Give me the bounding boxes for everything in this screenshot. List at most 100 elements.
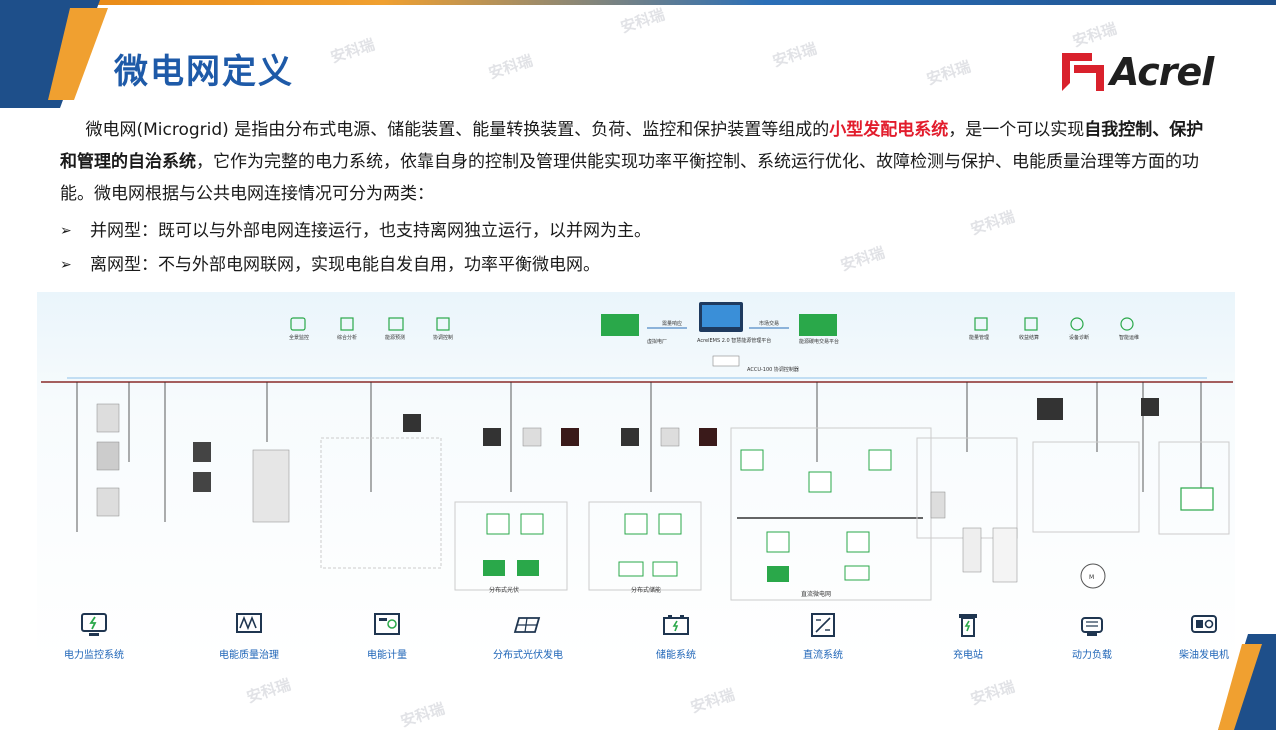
top-icon-label: 设备诊断 — [1069, 334, 1089, 341]
forecast-icon — [388, 317, 404, 331]
control-icon — [436, 317, 450, 331]
watermark: 安科瑞 — [770, 39, 819, 71]
analysis-icon — [340, 317, 354, 331]
top-icon-label: 协调控制 — [433, 334, 453, 341]
meter-device — [660, 427, 680, 447]
battery-pack — [844, 565, 870, 581]
watermark: 安科瑞 — [968, 677, 1017, 709]
system-item-storage[interactable]: 储能系统 — [621, 612, 731, 661]
system-item-energy-meter[interactable]: 电能计量 — [332, 612, 442, 661]
battery-pack — [618, 561, 644, 577]
gateway-label: ACCU-100 协调控制器 — [747, 366, 799, 373]
monitor-icon — [290, 317, 306, 331]
dc-system-icon — [811, 613, 835, 637]
storage-group — [588, 501, 702, 591]
energy-meter-icon — [374, 613, 400, 635]
converter-icon — [740, 449, 764, 471]
motor-icon — [1080, 563, 1106, 589]
filter-cabinet — [252, 449, 290, 523]
intro-text-c: ，它作为完整的电力系统，依靠自身的控制及管理供能实现功率平衡控制、系统运行优化、… — [60, 152, 1199, 204]
top-icon-group-left: 全景监控 综合分析 能源预测 协调控制 — [289, 317, 453, 341]
watermark: 安科瑞 — [838, 243, 887, 275]
battery-pack — [652, 561, 678, 577]
motor-protection-group — [1032, 441, 1140, 533]
converter-icon — [846, 531, 870, 553]
relay-device — [96, 487, 120, 517]
logo-text: Acrel — [1110, 50, 1214, 94]
system-label: 分布式光伏发电 — [493, 650, 563, 661]
system-label: 直流系统 — [803, 650, 843, 661]
intro-paragraph: 微电网(Microgrid) 是指由分布式电源、储能装置、能量转换装置、负荷、监… — [60, 114, 1220, 210]
generator-icon — [1180, 487, 1214, 511]
acrel-logo: Acrel — [1062, 50, 1214, 94]
type-list: ➢ 并网型：既可以与外部电网连接运行，也支持离网独立运行，以并网为主。 ➢ 离网… — [60, 214, 651, 282]
system-item-power-quality[interactable]: 电能质量治理 — [194, 612, 304, 661]
metering-group — [320, 437, 442, 569]
corner-decoration-bottom — [1218, 634, 1276, 730]
converter-icon — [868, 449, 892, 471]
vpp-label: 虚拟电厂 — [647, 338, 667, 345]
motor-load-icon — [1081, 617, 1103, 636]
system-item-dc[interactable]: 直流系统 — [768, 612, 878, 661]
system-label: 电能质量治理 — [219, 650, 279, 661]
diagram-canvas: 全景监控 综合分析 能源预测 协调控制 虚拟电厂 需量响应 AcrelEMS 2… — [41, 302, 1233, 601]
system-item-diesel[interactable]: 柴油发电机 — [1149, 612, 1259, 661]
power-monitor-icon — [81, 613, 107, 636]
inverter-icon — [486, 513, 510, 535]
power-quality-icon — [236, 613, 262, 633]
solar-panel — [517, 560, 539, 576]
watermark: 安科瑞 — [618, 5, 667, 37]
diagnosis-icon — [1070, 317, 1084, 331]
solar-panel — [767, 566, 789, 582]
system-item-power-monitor[interactable]: 电力监控系统 — [39, 612, 149, 661]
pcs-icon — [624, 513, 648, 535]
bullet-arrow-icon: ➢ — [60, 223, 72, 239]
vpp-icon — [601, 314, 639, 336]
charging-group — [916, 437, 1018, 539]
system-item-charging[interactable]: 充电站 — [913, 612, 1023, 661]
watermark: 安科瑞 — [1070, 19, 1119, 51]
relay-device — [96, 403, 120, 433]
top-stripe — [0, 0, 1276, 5]
system-item-motor[interactable]: 动力负载 — [1037, 612, 1147, 661]
watermark: 安科瑞 — [244, 675, 293, 707]
watermark: 安科瑞 — [398, 699, 447, 731]
converter-icon — [766, 531, 790, 553]
intro-highlight-red: 小型发配电系统 — [829, 120, 949, 140]
watermark: 安科瑞 — [486, 51, 535, 83]
system-label: 柴油发电机 — [1179, 650, 1229, 661]
energy-mgmt-icon — [974, 317, 988, 331]
storage-label: 分布式储能 — [631, 586, 661, 594]
bullet-text-grid-connected: 并网型：既可以与外部电网连接运行，也支持离网独立运行，以并网为主。 — [90, 221, 651, 241]
meter-device — [561, 428, 579, 446]
meter-device — [483, 428, 501, 446]
diesel-generator-icon — [1191, 615, 1217, 633]
relay-device — [96, 441, 120, 471]
battery-icon — [663, 615, 689, 635]
feeders — [76, 382, 1202, 532]
watermark: 安科瑞 — [688, 685, 737, 717]
system-label: 动力负载 — [1072, 650, 1112, 661]
list-item: ➢ 并网型：既可以与外部电网连接运行，也支持离网独立运行，以并网为主。 — [60, 214, 651, 248]
watermark: 安科瑞 — [328, 35, 377, 67]
page-title: 微电网定义 — [114, 52, 294, 92]
watermark: 安科瑞 — [924, 57, 973, 89]
meter-device — [193, 442, 211, 462]
solar-panel-icon — [513, 617, 541, 633]
maintenance-icon — [1120, 317, 1134, 331]
system-row: 电力监控系统 电能质量治理 电能计量 分布式光伏发电 储能系统 直流系统 充电站… — [37, 612, 1235, 662]
top-icon-label: 智能运维 — [1119, 334, 1139, 341]
system-label: 储能系统 — [656, 650, 696, 661]
meter-device — [621, 428, 639, 446]
top-icon-label: 综合分析 — [337, 334, 357, 341]
system-item-solar[interactable]: 分布式光伏发电 — [473, 612, 583, 661]
meter-device — [193, 472, 211, 492]
pcs-icon — [658, 513, 682, 535]
intro-text-a: 微电网(Microgrid) 是指由分布式电源、储能装置、能量转换装置、负荷、监… — [85, 120, 830, 140]
generator-group — [1158, 441, 1230, 535]
solar-panel — [483, 560, 505, 576]
pv-label: 分布式光伏 — [489, 586, 519, 594]
meter-device — [1141, 398, 1159, 416]
charging-station-icon — [959, 614, 977, 637]
dc-charger — [992, 527, 1018, 583]
